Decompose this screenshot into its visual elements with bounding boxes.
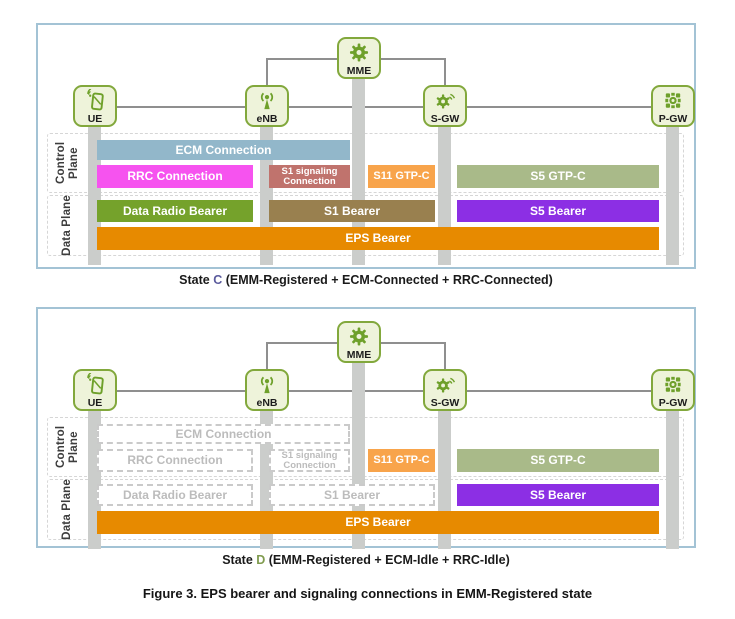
state-d-letter: D (256, 553, 266, 567)
rrc-connection-bar: RRC Connection (97, 165, 253, 188)
pgw-label: P-GW (658, 112, 688, 125)
ue-node: UE (73, 369, 117, 411)
state-c-letter: C (213, 273, 223, 287)
s5-bearer-bar: S5 Bearer (457, 200, 659, 222)
sgw-mme-link-line (381, 58, 446, 60)
s1-bearer-bar-idle: S1 Bearer (269, 484, 435, 506)
phone-icon (83, 89, 107, 112)
mme-node: MME (337, 37, 381, 79)
mme-label: MME (346, 348, 372, 361)
s11-gtpc-bar: S11 GTP-C (368, 165, 435, 188)
gear-signal-icon (433, 89, 457, 112)
chip-icon (661, 373, 685, 396)
control-plane-label: Control Plane (54, 141, 80, 185)
phone-icon (83, 373, 107, 396)
enb-mme-link-line (266, 58, 340, 60)
enb-node: eNB (245, 85, 289, 127)
pgw-node: P-GW (651, 369, 695, 411)
data-plane-region (47, 479, 684, 540)
enb-label: eNB (256, 396, 278, 409)
sgw-mme-link-line (381, 342, 446, 344)
eps-bearer-bar: EPS Bearer (97, 511, 659, 534)
mme-node: MME (337, 321, 381, 363)
ue-label: UE (87, 396, 103, 409)
data-plane-label: Data Plane (61, 479, 74, 540)
mme-label: MME (346, 64, 372, 77)
sgw-node: S-GW (423, 85, 467, 127)
ue-label: UE (87, 112, 103, 125)
antenna-icon (255, 89, 279, 112)
gear-signal-icon (433, 373, 457, 396)
data-plane-region (47, 195, 684, 256)
eps-bearer-bar: EPS Bearer (97, 227, 659, 250)
enb-label: eNB (256, 112, 278, 125)
chip-icon (661, 89, 685, 112)
data-radio-bearer-bar-idle: Data Radio Bearer (97, 484, 253, 506)
enb-mme-riser-line (266, 58, 268, 87)
s1-bearer-bar: S1 Bearer (269, 200, 435, 222)
state-d-caption: State D (EMM-Registered + ECM-Idle + RRC… (222, 553, 510, 567)
ecm-connection-bar-idle: ECM Connection (97, 424, 350, 444)
backbone-line (95, 390, 673, 392)
control-plane-region (47, 133, 684, 193)
s1-signaling-connection-bar: S1 signaling Connection (269, 165, 350, 188)
ecm-connection-bar: ECM Connection (97, 140, 350, 160)
enb-mme-riser-line (266, 342, 268, 371)
control-plane-region (47, 417, 684, 477)
ue-node: UE (73, 85, 117, 127)
sgw-mme-riser-line (444, 58, 446, 87)
s11-gtpc-bar: S11 GTP-C (368, 449, 435, 472)
s1-signaling-connection-bar-idle: S1 signaling Connection (269, 449, 350, 472)
sgw-node: S-GW (423, 369, 467, 411)
state-c-caption: State C (EMM-Registered + ECM-Connected … (179, 273, 553, 287)
gear-icon (347, 325, 371, 348)
rrc-connection-bar-idle: RRC Connection (97, 449, 253, 472)
sgw-mme-riser-line (444, 342, 446, 371)
s5-gtpc-bar: S5 GTP-C (457, 449, 659, 472)
antenna-icon (255, 373, 279, 396)
backbone-line (95, 106, 673, 108)
gear-icon (347, 41, 371, 64)
enb-mme-link-line (266, 342, 340, 344)
sgw-label: S-GW (430, 112, 460, 125)
enb-node: eNB (245, 369, 289, 411)
state-c-panel: Control Plane Data Plane ECM Connection … (36, 23, 696, 269)
pgw-node: P-GW (651, 85, 695, 127)
s5-gtpc-bar: S5 GTP-C (457, 165, 659, 188)
data-radio-bearer-bar: Data Radio Bearer (97, 200, 253, 222)
pgw-column (666, 409, 679, 549)
control-plane-label: Control Plane (54, 425, 80, 469)
data-plane-label: Data Plane (61, 195, 74, 256)
figure-caption: Figure 3. EPS bearer and signaling conne… (142, 586, 593, 601)
s5-bearer-bar: S5 Bearer (457, 484, 659, 506)
sgw-label: S-GW (430, 396, 460, 409)
pgw-column (666, 125, 679, 265)
state-d-panel: Control Plane Data Plane ECM Connection … (36, 307, 696, 549)
pgw-label: P-GW (658, 396, 688, 409)
